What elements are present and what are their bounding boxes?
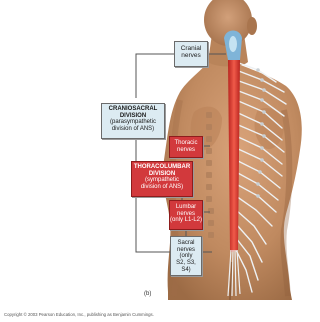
- spinal-cord: [228, 58, 240, 252]
- ear: [247, 17, 257, 35]
- thoracolumbar-division-label: THORACOLUMBAR DIVISION (sympathetic divi…: [131, 161, 193, 197]
- thoracic-nerves-label: Thoracic nerves: [169, 136, 203, 158]
- brainstem-highlight: [229, 36, 237, 52]
- sacral-nerves-label: Sacral nerves (only S2, S3, S4): [170, 236, 202, 276]
- lumbar-nerves-label: Lumbar nerves (only L1-L2): [169, 200, 203, 230]
- panel-letter: (b): [144, 291, 151, 297]
- cranial-nerves-label: Cranial nerves: [174, 41, 208, 67]
- copyright-notice: Copyright © 2003 Pearson Education, Inc.…: [4, 312, 154, 317]
- craniosacral-division-label: CRANIOSACRAL DIVISION (parasympathetic d…: [101, 103, 165, 139]
